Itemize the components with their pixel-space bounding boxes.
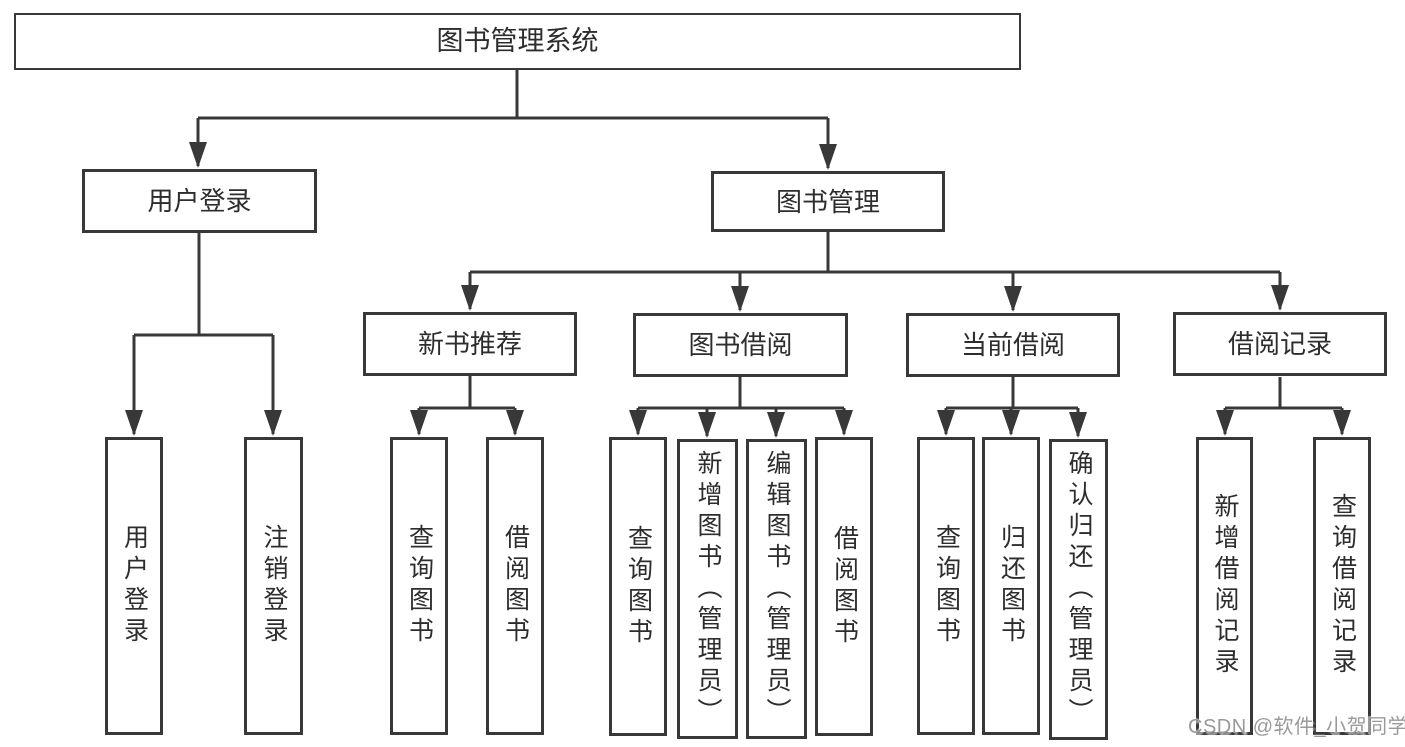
- csdn-watermark: CSDN @软件_小贺同学: [1188, 716, 1405, 738]
- node-book-management: 图书管理: [711, 171, 945, 232]
- leaf-query-borrow-record: 查询借阅记录: [1313, 437, 1371, 735]
- leaf-add-books-admin: 新增图书（管理员）: [677, 439, 738, 739]
- leaf-return-books: 归还图书: [982, 437, 1040, 735]
- node-book-borrowing: 图书借阅: [633, 313, 848, 377]
- leaf-borrow-books: 借阅图书: [815, 437, 873, 736]
- node-user-login: 用户登录: [82, 169, 317, 233]
- leaf-logout: 注销登录: [244, 437, 303, 735]
- leaf-borrow-books-recommend: 借阅图书: [486, 437, 544, 735]
- leaf-query-books-recommend: 查询图书: [390, 437, 448, 735]
- leaf-user-login: 用户登录: [105, 437, 163, 735]
- node-borrowing-records: 借阅记录: [1173, 312, 1387, 376]
- leaf-confirm-return-admin: 确认归还（管理员）: [1049, 439, 1108, 740]
- leaf-add-borrow-record: 新增借阅记录: [1196, 437, 1253, 735]
- leaf-query-books-current: 查询图书: [917, 437, 975, 735]
- node-system-root: 图书管理系统: [14, 13, 1021, 70]
- leaf-query-books-borrowing: 查询图书: [609, 437, 667, 736]
- leaf-edit-books-admin: 编辑图书（管理员）: [746, 439, 807, 739]
- node-new-book-recommendation: 新书推荐: [363, 312, 577, 376]
- node-current-borrowing: 当前借阅: [906, 313, 1120, 377]
